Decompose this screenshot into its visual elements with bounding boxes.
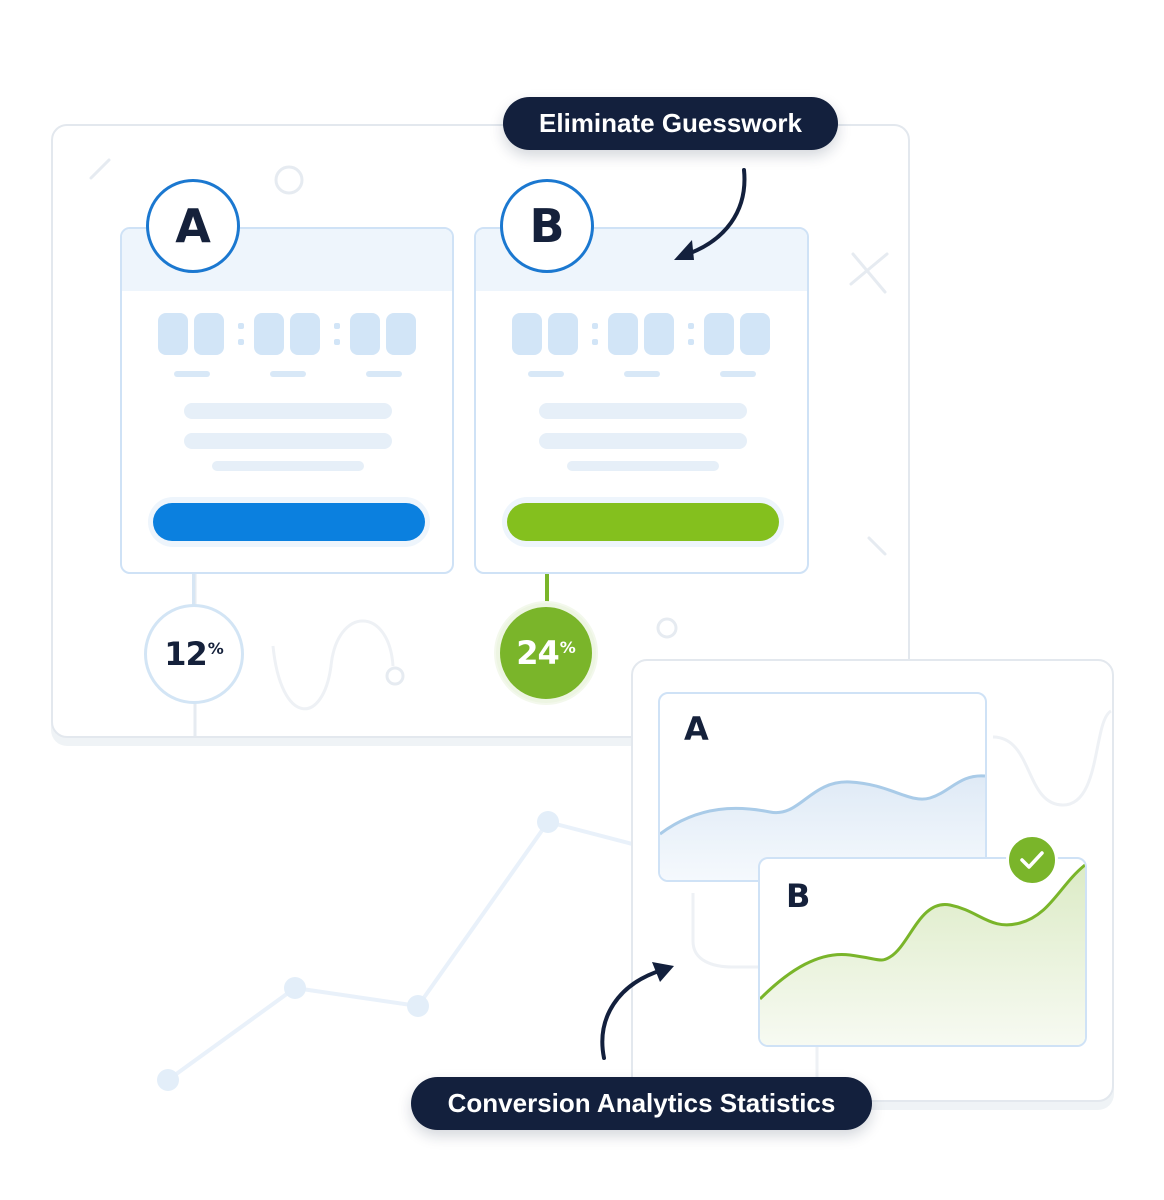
chart-a-series-line bbox=[660, 774, 985, 836]
variant-b-letter: B bbox=[529, 199, 565, 253]
cta-button-frame bbox=[148, 497, 430, 547]
timer-unit-label bbox=[720, 371, 756, 377]
timer-digit bbox=[608, 313, 638, 355]
callout-eliminate-guesswork: Eliminate Guesswork bbox=[503, 97, 838, 150]
cta-button-a[interactable] bbox=[153, 503, 425, 541]
variant-a-letter: A bbox=[175, 199, 211, 253]
text-placeholder bbox=[539, 433, 747, 449]
check-icon bbox=[1006, 834, 1058, 886]
chart-b-area bbox=[760, 863, 1085, 1045]
chart-b-label: B bbox=[786, 877, 811, 915]
text-placeholder bbox=[539, 403, 747, 419]
timer-unit-label bbox=[528, 371, 564, 377]
callout-top-text: Eliminate Guesswork bbox=[539, 108, 802, 138]
timer-digit bbox=[740, 313, 770, 355]
variant-b-conversion: 24% bbox=[496, 603, 596, 703]
variant-a-badge: A bbox=[146, 179, 240, 273]
chart-a-label: A bbox=[684, 710, 709, 748]
percent-sign: % bbox=[207, 638, 224, 658]
text-placeholder bbox=[212, 461, 364, 471]
variant-a-card bbox=[120, 227, 454, 574]
timer-separator bbox=[592, 321, 598, 347]
timer-unit-label bbox=[624, 371, 660, 377]
timer-unit-label bbox=[366, 371, 402, 377]
timer-unit-label bbox=[174, 371, 210, 377]
connector-a bbox=[192, 574, 195, 606]
timer-digit bbox=[644, 313, 674, 355]
timer-unit-label bbox=[270, 371, 306, 377]
text-placeholder bbox=[184, 433, 392, 449]
timer-digit bbox=[158, 313, 188, 355]
curved-arrow-icon bbox=[674, 168, 747, 260]
text-placeholder bbox=[184, 403, 392, 419]
curved-arrow-icon bbox=[600, 962, 674, 1060]
variant-a-conversion: 12% bbox=[144, 604, 244, 704]
connector-b bbox=[545, 574, 549, 608]
text-placeholder bbox=[567, 461, 719, 471]
variant-b-badge: B bbox=[500, 179, 594, 273]
variant-b-card bbox=[474, 227, 809, 574]
chart-a-card: A bbox=[658, 692, 987, 882]
timer-digit bbox=[512, 313, 542, 355]
timer-digit bbox=[386, 313, 416, 355]
cta-button-frame bbox=[502, 497, 784, 547]
chart-b-series-line bbox=[760, 863, 1085, 1001]
percent-sign: % bbox=[559, 637, 576, 657]
timer-separator bbox=[334, 321, 340, 347]
timer-digit bbox=[704, 313, 734, 355]
variant-b-conversion-value: 24 bbox=[516, 634, 560, 672]
timer-digit bbox=[194, 313, 224, 355]
timer-digit bbox=[548, 313, 578, 355]
timer-digit bbox=[254, 313, 284, 355]
chart-b-card: B bbox=[758, 857, 1087, 1047]
callout-conversion-analytics: Conversion Analytics Statistics bbox=[411, 1077, 872, 1130]
cta-button-b[interactable] bbox=[507, 503, 779, 541]
chart-a-area bbox=[660, 774, 985, 880]
panel-decoration bbox=[89, 158, 889, 736]
timer-digit bbox=[350, 313, 380, 355]
callout-bottom-text: Conversion Analytics Statistics bbox=[447, 1088, 836, 1118]
variant-a-conversion-value: 12 bbox=[164, 635, 208, 673]
timer-digit bbox=[290, 313, 320, 355]
timer-separator bbox=[238, 321, 244, 347]
timer-separator bbox=[688, 321, 694, 347]
